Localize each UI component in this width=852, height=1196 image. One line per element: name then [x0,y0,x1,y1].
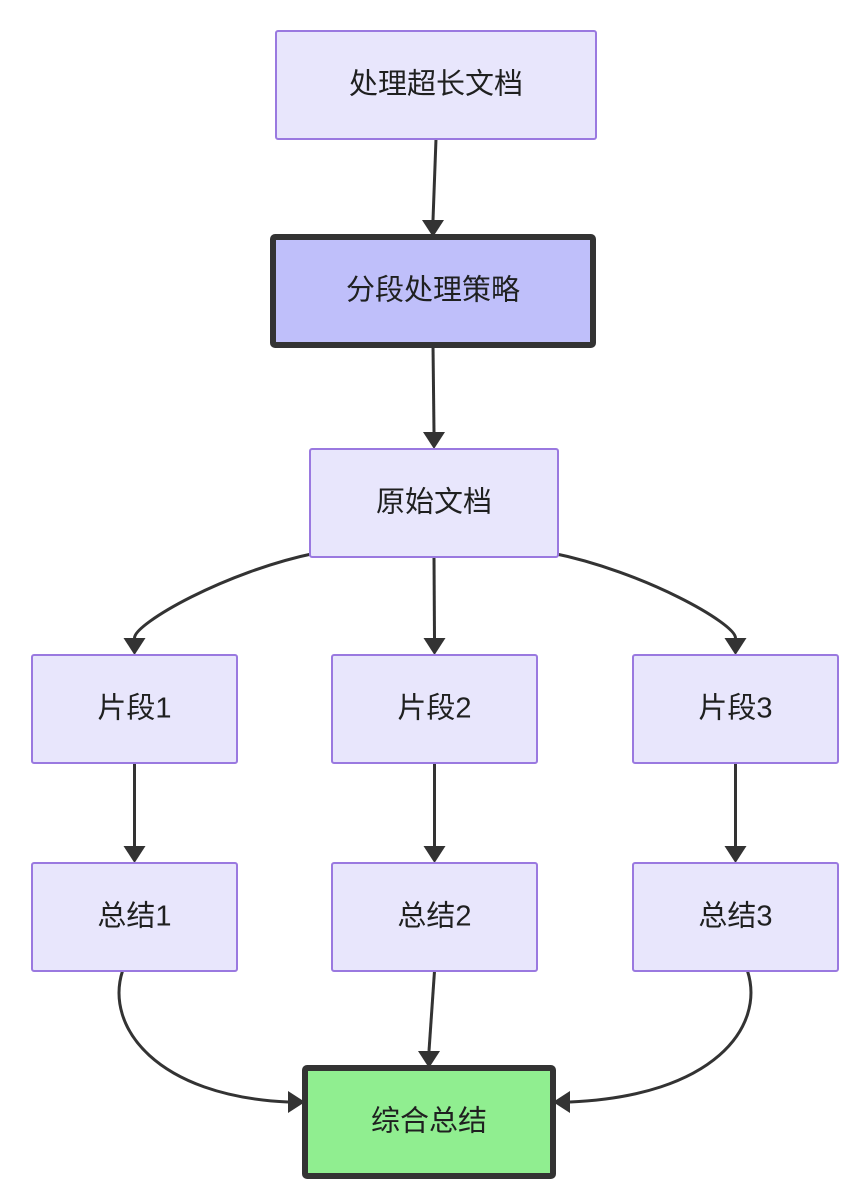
edge-summary-2-to-final-summary [418,970,440,1068]
node-summary-3[interactable]: 总结3 [632,862,839,972]
node-chunk-2[interactable]: 片段2 [331,654,538,764]
node-label-strategy: 分段处理策略 [346,274,520,307]
node-label-summary-3: 总结3 [698,900,772,933]
node-box-chunk-1[interactable] [31,654,238,764]
edge-strategy-to-source-doc [423,344,445,449]
node-label-summary-1: 总结1 [97,900,171,933]
node-box-summary-1[interactable] [31,862,238,972]
node-doc-root[interactable]: 处理超长文档 [275,30,597,140]
node-box-chunk-3[interactable] [632,654,839,764]
node-box-summary-2[interactable] [331,862,538,972]
edge-doc-root-to-strategy [422,138,444,237]
node-label-doc-root: 处理超长文档 [349,68,523,101]
node-box-doc-root[interactable] [275,30,597,140]
node-chunk-3[interactable]: 片段3 [632,654,839,764]
node-box-summary-3[interactable] [632,862,839,972]
node-label-summary-2: 总结2 [397,900,471,933]
node-label-final-summary: 综合总结 [371,1105,487,1138]
node-box-strategy[interactable] [270,234,596,348]
node-box-final-summary[interactable] [302,1065,556,1179]
node-box-chunk-2[interactable] [331,654,538,764]
edge-source-doc-to-chunk-1 [123,551,317,655]
edge-source-doc-to-chunk-3 [551,551,747,655]
edge-chunk-1-to-summary-1 [123,763,146,863]
node-summary-2[interactable]: 总结2 [331,862,538,972]
edge-chunk-2-to-summary-2 [423,763,446,863]
edge-layer [117,138,753,1113]
node-box-source-doc[interactable] [309,448,559,558]
edge-source-doc-to-chunk-2 [423,556,446,655]
node-strategy[interactable]: 分段处理策略 [270,234,596,348]
node-label-chunk-3: 片段3 [698,692,772,725]
node-label-chunk-2: 片段2 [397,692,471,725]
node-chunk-1[interactable]: 片段1 [31,654,238,764]
node-label-source-doc: 原始文档 [376,486,492,519]
node-summary-1[interactable]: 总结1 [31,862,238,972]
edge-summary-1-to-final-summary [117,970,305,1113]
node-source-doc[interactable]: 原始文档 [309,448,559,558]
edge-summary-3-to-final-summary [553,970,753,1113]
node-label-chunk-1: 片段1 [97,692,171,725]
edge-chunk-3-to-summary-3 [724,763,747,863]
node-final-summary[interactable]: 综合总结 [302,1065,556,1179]
